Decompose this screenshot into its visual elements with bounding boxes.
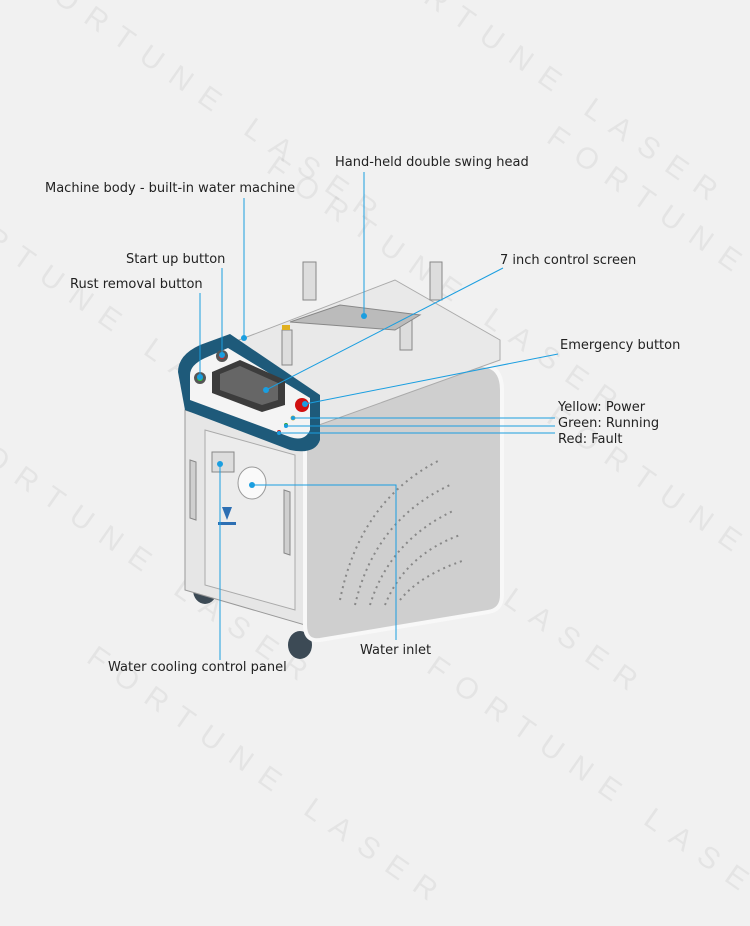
label-water-cooling-panel: Water cooling control panel [108,660,287,675]
swing-head [281,261,443,366]
label-red-fault: Red: Fault [558,432,623,447]
label-machine-body: Machine body - built-in water machine [45,181,296,196]
callout-dots [197,313,367,488]
label-control-screen: 7 inch control screen [500,253,637,268]
water-cooling-panel [204,429,296,611]
fortune-laser-logo [218,507,236,525]
callout-lines [199,172,559,660]
vent-holes [339,459,466,606]
label-emergency-button: Emergency button [560,338,681,353]
cooling-display [211,451,235,473]
label-rust-removal-button: Rust removal button [70,277,203,292]
label-water-inlet: Water inlet [360,643,432,658]
label-yellow-power: Yellow: Power [558,400,646,415]
label-start-up-button: Start up button [126,252,226,267]
label-swing-head: Hand-held double swing head [335,155,529,170]
machine-illustration [178,172,559,660]
label-green-running: Green: Running [558,416,660,431]
